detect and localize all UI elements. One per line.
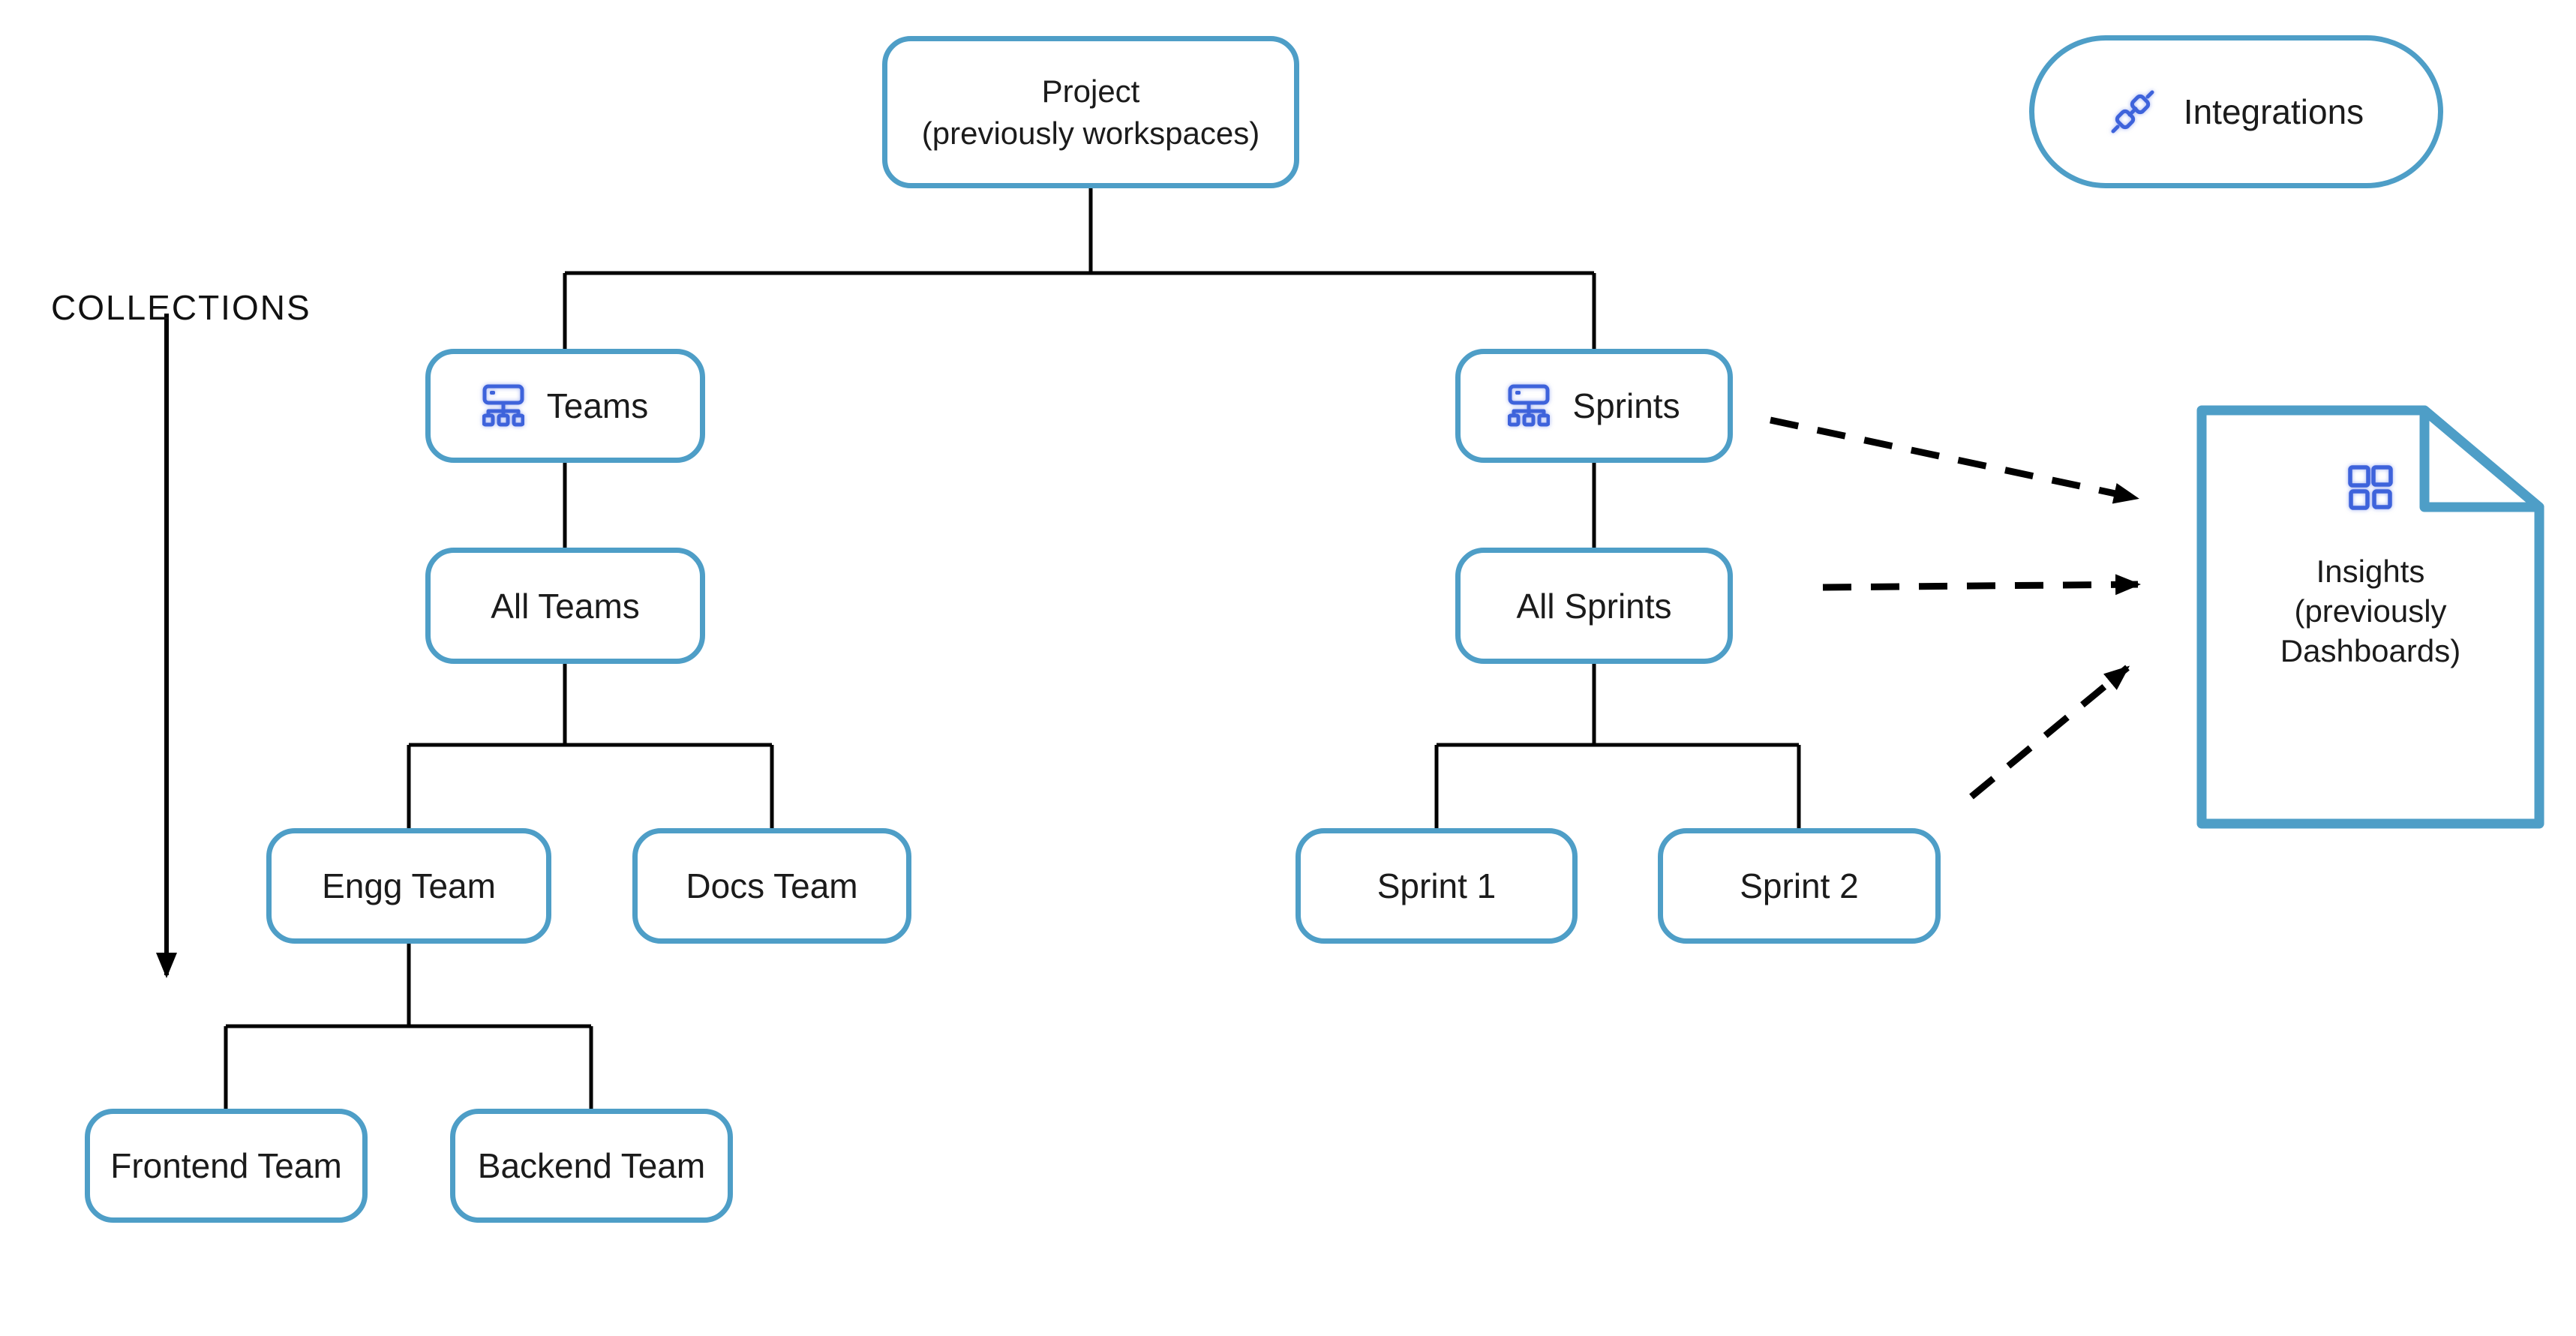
teams-branch-connector (224, 463, 774, 1109)
node-all-sprints[interactable]: All Sprints (1455, 548, 1733, 664)
node-sprint-1[interactable]: Sprint 1 (1296, 828, 1578, 944)
project-title: Project (1041, 73, 1140, 109)
node-backend-team[interactable]: Backend Team (450, 1109, 733, 1223)
node-engg-team[interactable]: Engg Team (266, 828, 551, 944)
insights-line-1: Insights (2316, 554, 2425, 589)
node-frontend-team[interactable]: Frontend Team (85, 1109, 368, 1223)
dashboard-grid-icon (2348, 465, 2393, 510)
sprints-label: Sprints (1572, 386, 1680, 425)
dashed-arrow-sprintrow-to-insights (1969, 665, 2130, 800)
project-branch-connector (563, 188, 1596, 349)
integrations-button[interactable]: Integrations (2029, 35, 2443, 188)
node-project[interactable]: Project (previously workspaces) (882, 36, 1299, 188)
teams-label: Teams (546, 386, 649, 425)
sitemap-icon (482, 384, 524, 427)
sprint-1-label: Sprint 1 (1377, 866, 1497, 905)
collections-label: COLLECTIONS (51, 288, 311, 327)
insights-document-shape[interactable] (2196, 405, 2544, 829)
docs-team-label: Docs Team (686, 866, 858, 905)
node-all-teams[interactable]: All Teams (425, 548, 705, 664)
sprints-branch-connector (1434, 463, 1801, 828)
folded-corner (2419, 405, 2544, 512)
frontend-team-label: Frontend Team (110, 1146, 342, 1185)
sprint-2-label: Sprint 2 (1740, 866, 1859, 905)
insights-document-title: Insights (previously Dashboards) (2205, 551, 2535, 671)
insights-line-2: (previously (2294, 593, 2447, 629)
all-teams-label: All Teams (491, 586, 640, 626)
project-subtitle: (previously workspaces) (921, 115, 1260, 151)
insights-line-3: Dashboards) (2280, 633, 2461, 668)
dashed-arrow-sprints-to-insights (1770, 416, 2139, 504)
plug-integration-icon (2111, 90, 2154, 134)
backend-team-label: Backend Team (477, 1146, 706, 1185)
node-sprints[interactable]: Sprints (1455, 349, 1733, 463)
all-sprints-label: All Sprints (1516, 586, 1672, 626)
sitemap-icon (1508, 384, 1551, 427)
engg-team-label: Engg Team (322, 866, 496, 905)
dashed-arrow-allsprints-to-insights (1822, 574, 2141, 596)
integrations-label: Integrations (2183, 92, 2364, 131)
node-sprint-2[interactable]: Sprint 2 (1658, 828, 1941, 944)
node-docs-team[interactable]: Docs Team (632, 828, 911, 944)
node-teams[interactable]: Teams (425, 349, 705, 463)
